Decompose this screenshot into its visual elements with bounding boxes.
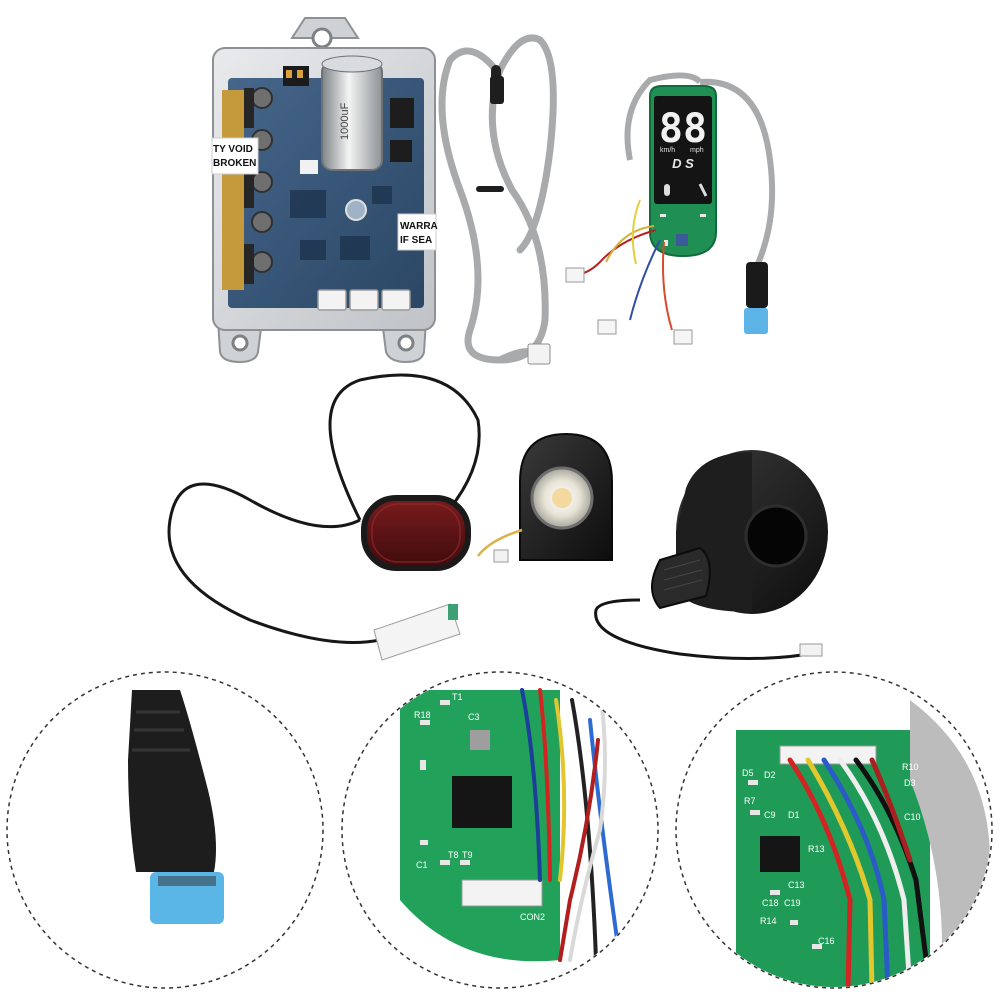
pcb2-label-r13: R13 xyxy=(808,844,825,854)
wrench-icon xyxy=(698,183,708,197)
pcb2-label-d1: D1 xyxy=(788,810,800,820)
controller-sticker-left-2: BROKEN xyxy=(213,158,256,169)
pcb1-label-c3: C3 xyxy=(468,712,480,722)
coiled-cable-plug-top xyxy=(490,76,504,104)
pcb2-label-d5: D5 xyxy=(742,768,754,778)
throttle xyxy=(594,450,828,661)
pcb2-label-r14: R14 xyxy=(760,916,777,926)
pcb2-label-c19: C19 xyxy=(784,898,801,908)
controller-box: TY VOID BROKEN WARRA IF SEA 1000uF xyxy=(211,17,438,364)
controller-sticker-right-2: IF SEA xyxy=(400,235,432,246)
headlight xyxy=(477,432,613,563)
dashboard-board: 88 km/h mph D S xyxy=(565,72,776,345)
pcb1-label-t9: T9 xyxy=(462,850,473,860)
tail-light xyxy=(167,373,481,661)
pcb2-label-d2: D2 xyxy=(764,770,776,780)
controller-sticker-right-1: WARRA xyxy=(400,221,438,232)
pcb1-label-c1: C1 xyxy=(416,860,428,870)
zoom-circle-pcb-1: R18 C3 T1 T8 T9 C1 CON2 xyxy=(341,671,659,989)
dashboard-unit-right: mph xyxy=(690,147,704,154)
pcb2-label-c9: C9 xyxy=(764,810,776,820)
pcb1-label-r18: R18 xyxy=(414,710,431,720)
capacitor-label: 1000uF xyxy=(339,102,351,140)
coiled-cable-connector xyxy=(527,343,551,365)
pcb2-label-c13: C13 xyxy=(788,880,805,890)
dashboard-unit-left: km/h xyxy=(660,147,675,154)
coiled-cable-clip xyxy=(476,186,504,192)
dashboard-mode-letters: D S xyxy=(672,156,694,171)
zoom-circle-plug xyxy=(6,671,324,989)
pcb2-label-c10: C10 xyxy=(904,812,921,822)
pcb2-label-c18: C18 xyxy=(762,898,779,908)
pcb2-label-c16: C16 xyxy=(818,936,835,946)
pcb1-label-con2: CON2 xyxy=(520,912,545,922)
controller-sticker-left-1: TY VOID xyxy=(213,144,253,155)
pcb2-label-r7: R7 xyxy=(744,796,756,806)
dashboard-digits: 88 xyxy=(659,106,707,152)
zoom-circle-pcb-2: D5 D2 R7 C9 D1 R13 C13 C18 C19 R14 C16 D… xyxy=(675,671,993,989)
temperature-icon xyxy=(664,184,670,196)
pcb2-label-r10: R10 xyxy=(902,762,919,772)
pcb1-label-t8: T8 xyxy=(448,850,459,860)
pcb2-label-d3: D3 xyxy=(904,778,916,788)
pcb1-label-t1: T1 xyxy=(452,692,463,702)
